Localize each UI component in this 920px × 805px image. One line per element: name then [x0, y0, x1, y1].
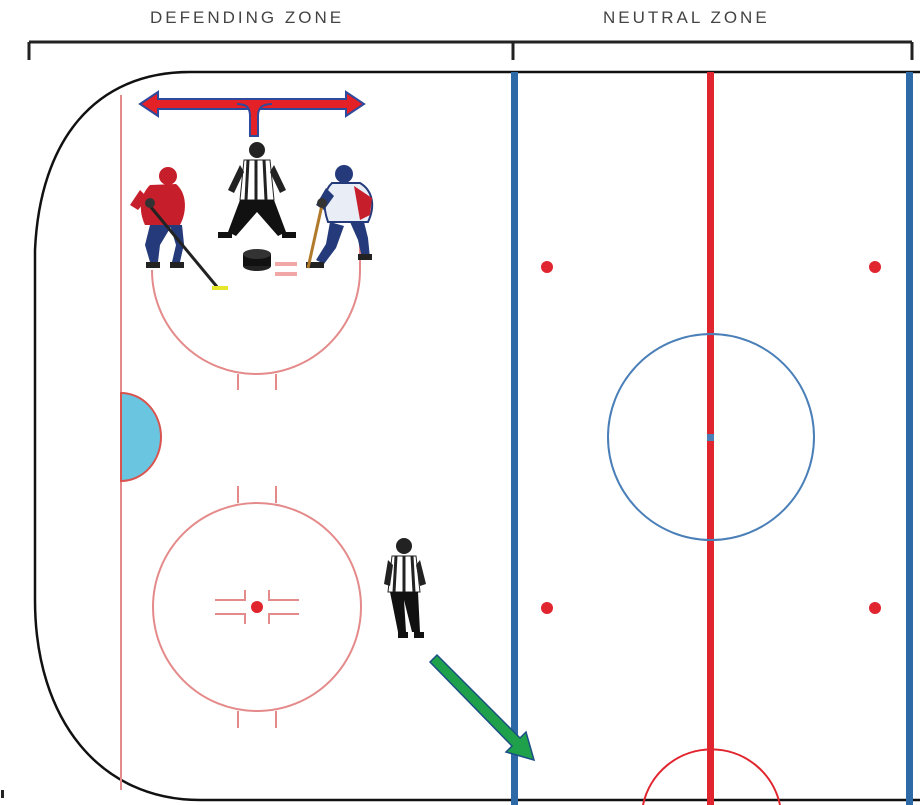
referee-icon	[218, 142, 296, 238]
neutral-dot-top-right	[869, 261, 881, 273]
corner-mark	[1, 790, 4, 798]
neutral-dot-top-left	[541, 261, 553, 273]
neutral-dot-bottom-left	[541, 602, 553, 614]
double-arrow-icon	[140, 92, 364, 136]
faceoff-dot-bottom	[251, 601, 263, 613]
linesman-icon	[384, 538, 426, 638]
faceoff-circle-top	[152, 195, 360, 390]
puck-icon	[243, 249, 271, 271]
zone-bracket-defending	[29, 42, 513, 60]
center-dot	[707, 434, 714, 441]
goal-crease	[121, 393, 161, 481]
green-arrow-icon	[430, 655, 534, 760]
zone-bracket-neutral	[513, 42, 912, 60]
blue-line-right	[906, 72, 913, 805]
player-red-icon	[130, 167, 228, 288]
blue-line-left	[511, 72, 518, 805]
player-blue-icon	[306, 165, 372, 268]
neutral-dot-bottom-right	[869, 602, 881, 614]
